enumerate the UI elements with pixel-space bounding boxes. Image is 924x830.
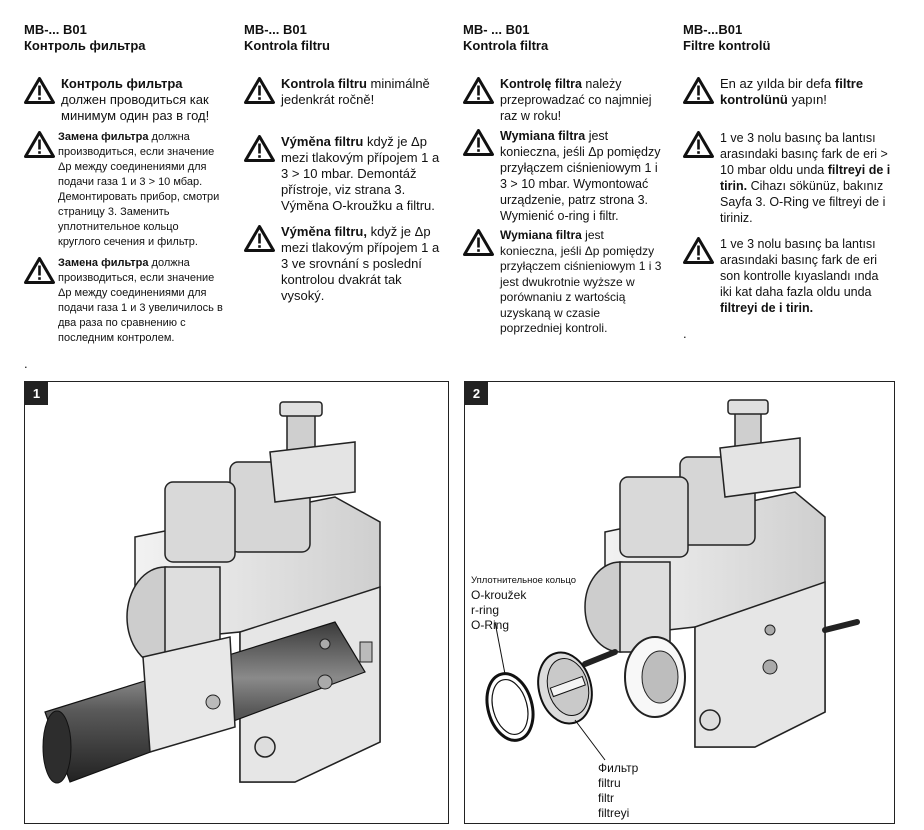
warning-triangle-icon xyxy=(244,225,275,252)
oring-label: O-Ring xyxy=(471,618,510,632)
section-heading: MB-... B01 Контроль фильтра xyxy=(24,22,146,53)
warning-triangle-icon xyxy=(24,257,55,284)
section-heading: MB-... B01 Kontrola filtru xyxy=(244,22,330,53)
oring-label: Уплотнительное кольцо xyxy=(471,575,576,586)
warning-triangle-icon xyxy=(24,77,55,104)
warning-note: 1 ve 3 nolu basınç ba lantısı arasındaki… xyxy=(683,130,893,226)
warning-triangle-icon xyxy=(463,129,494,156)
warning-note: Kontrola filtru minimálně jedenkrát ročn… xyxy=(244,76,444,108)
column-cs: MB-... B01 Kontrola filtru Kontrola filt… xyxy=(244,22,444,314)
warning-triangle-icon xyxy=(244,135,275,162)
warning-note: Wymiana filtra jest konieczna, jeśli Δp … xyxy=(463,228,663,337)
warning-triangle-icon xyxy=(463,229,494,256)
filter-label: filtr xyxy=(598,791,614,805)
column-tr: MB-...B01 Filtre kontrolü En az yılda bi… xyxy=(683,22,893,326)
warning-note: Замена фильтра должна производиться, есл… xyxy=(24,130,224,250)
figure-1-panel: 1 xyxy=(24,381,449,824)
filter-label: filtreyi xyxy=(598,806,630,820)
warning-note: Wymiana filtra jest konieczna, jeśli Δp … xyxy=(463,128,663,224)
warning-triangle-icon xyxy=(463,77,494,104)
figure-number: 1 xyxy=(25,382,48,405)
warning-triangle-icon xyxy=(244,77,275,104)
column-ru: MB-... B01 Контроль фильтра Контроль фил… xyxy=(24,22,224,352)
figure-2-panel: 2 Уплотнительное кольцо xyxy=(464,381,895,824)
stray-mark: . xyxy=(24,356,28,371)
oring-label: O-kroužek xyxy=(471,588,527,602)
warning-note: Výměna filtru, když je Δp mezi tlakovým … xyxy=(244,224,444,304)
warning-note: Kontrolę filtra należy przeprowadzać co … xyxy=(463,76,663,124)
gas-valve-open-illustration xyxy=(485,399,860,761)
oring-label: r-ring xyxy=(471,603,500,617)
gas-valve-illustration xyxy=(42,401,381,784)
warning-triangle-icon xyxy=(683,77,714,104)
figure-number: 2 xyxy=(465,382,488,405)
filter-label: Фильтр xyxy=(598,761,639,775)
warning-note: Замена фильтра должна производиться, есл… xyxy=(24,256,224,346)
column-pl: MB- ... B01 Kontrola filtra Kontrolę fil… xyxy=(463,22,663,347)
warning-note: Контроль фильтра должен проводиться как … xyxy=(24,76,224,124)
section-heading: MB- ... B01 Kontrola filtra xyxy=(463,22,549,53)
warning-note: 1 ve 3 nolu basınç ba lantısı arasındaki… xyxy=(683,236,893,316)
section-heading: MB-...B01 Filtre kontrolü xyxy=(683,22,771,53)
warning-triangle-icon xyxy=(683,131,714,158)
warning-triangle-icon xyxy=(24,131,55,158)
warning-note: En az yılda bir defa filtre kontrolünü y… xyxy=(683,76,893,108)
filter-label: filtru xyxy=(598,776,621,790)
stray-mark: . xyxy=(683,326,687,341)
warning-triangle-icon xyxy=(683,237,714,264)
warning-note: Výměna filtru když je Δp mezi tlakovým p… xyxy=(244,134,444,214)
